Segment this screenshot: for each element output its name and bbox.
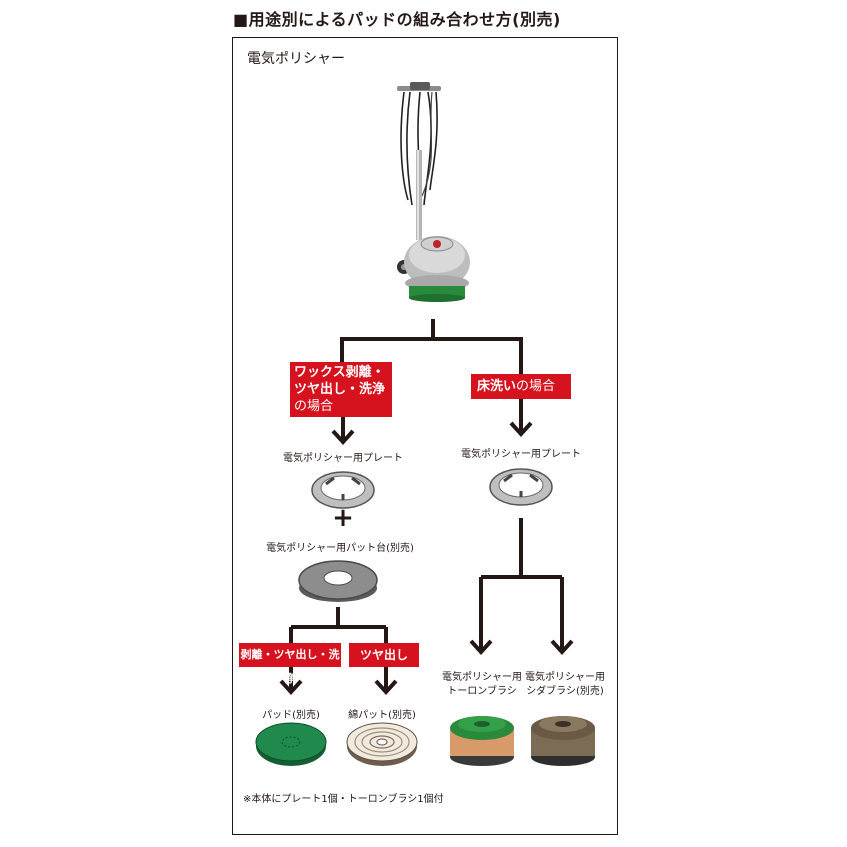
footnote: ※本体にプレート1個・トーロンブラシ1個付 — [243, 794, 444, 805]
branch-left-tag: ワックス剥離・ ツヤ出し・洗浄 の場合 — [290, 362, 392, 417]
shida-brush-illustration — [531, 716, 595, 766]
page-heading: ■用途別によるパッドの組み合わせ方(別売) — [233, 10, 561, 29]
tag-gloss: ツヤ出し — [349, 643, 419, 667]
toron-brush-label-line1: 電気ポリシャー用 — [442, 672, 522, 683]
cotton-pad-label: 綿パット(別売) — [348, 710, 416, 721]
top-split-connector — [340, 319, 523, 434]
branch-left-line1: ワックス剥離・ — [294, 365, 385, 380]
tag-strip-gloss-clean: 剥離・ツヤ出し・洗浄 — [239, 643, 341, 685]
pad-base-label: 電気ポリシャー用パット台(別売) — [266, 543, 414, 554]
branch-right-strong: 床洗い — [477, 379, 517, 394]
shida-brush-label-line2: シダブラシ(別売) — [526, 686, 604, 697]
branch-left-line2: ツヤ出し・洗浄 — [294, 382, 386, 397]
left-lower-connector — [279, 607, 398, 695]
plate-right — [489, 468, 553, 506]
shida-brush-label: 電気ポリシャー用 シダブラシ(別売) — [515, 671, 615, 699]
shida-brush-label-line1: 電気ポリシャー用 — [525, 672, 605, 683]
machine-title: 電気ポリシャー — [247, 51, 345, 67]
left-arrow-1 — [331, 417, 355, 445]
toron-brush-label: 電気ポリシャー用 トーロンブラシ — [432, 671, 532, 699]
right-arrow-1 — [509, 421, 533, 437]
polisher-illustration — [397, 82, 470, 302]
plate-left — [311, 471, 375, 509]
plate-right-label: 電気ポリシャー用プレート — [461, 449, 581, 460]
pad-base-illustration — [298, 560, 378, 602]
branch-right-tag: 床洗いの場合 — [471, 374, 571, 399]
right-lower-connector — [469, 518, 574, 655]
plus-icon: + — [332, 503, 354, 533]
branch-left-line3: の場合 — [294, 399, 334, 414]
pad-label: パッド(別売) — [262, 710, 320, 721]
plate-left-label: 電気ポリシャー用プレート — [283, 453, 403, 464]
branch-right-suffix: の場合 — [516, 379, 556, 394]
cotton-pad-illustration — [346, 722, 418, 766]
green-pad-illustration — [255, 722, 327, 766]
toron-brush-label-line2: トーロンブラシ — [447, 686, 517, 697]
diagram-frame — [232, 37, 618, 835]
toron-brush-illustration — [450, 716, 514, 766]
